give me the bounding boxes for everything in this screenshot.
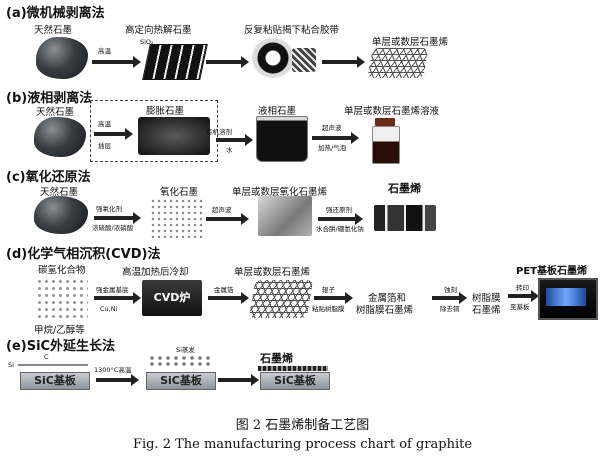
e-atom-si: Si	[8, 361, 14, 369]
c-sem-image	[258, 196, 312, 236]
e-arrow-1-text: 1300°C高温	[94, 366, 132, 374]
b-arrow-3-text-top: 超声波	[322, 124, 342, 132]
a-arrow-2	[206, 56, 249, 68]
a-natural-graphite-image	[36, 37, 88, 79]
d-arrow-3-text-bottom: 粘贴树脂膜	[312, 305, 345, 313]
b-arrow-1-text-top: 高温	[98, 120, 111, 128]
caption-cn: 图 2 石墨烯制备工艺图	[235, 418, 370, 433]
e-arrow-2	[218, 374, 259, 386]
e-si-atoms-image	[148, 355, 212, 367]
c-arrow-1	[94, 212, 141, 224]
c-arrow-3-text-bottom: 水合肼/硼氢化钠	[316, 225, 364, 233]
c-arrow-1-text-top: 强氧化剂	[96, 205, 122, 213]
d-pet-screen	[546, 288, 586, 306]
b-bottle-image	[372, 126, 400, 164]
c-arrow-3	[318, 213, 363, 225]
d-arrow-4-text-top: 蚀刻	[444, 286, 457, 294]
d-arrow-5-text-bottom: 至基板	[510, 303, 530, 311]
b-natural-graphite-image	[34, 117, 86, 157]
a-label-natural-graphite: 天然石墨	[34, 25, 73, 36]
d-label-pet: PET基板石墨烯	[516, 266, 587, 277]
b-arrow-2-text-top: 有机溶剂	[206, 128, 232, 136]
c-arrow-1-text-bottom: 浓硫酸/浓硝酸	[92, 224, 134, 232]
e-atom-c: C	[44, 353, 49, 361]
d-label-methane: 甲烷/乙醇等	[34, 325, 85, 336]
d-cvd-furnace: CVD炉	[142, 280, 202, 316]
a-arrow-3	[322, 56, 365, 68]
caption-en: Fig. 2 The manufacturing process chart o…	[132, 437, 473, 452]
d-label-resin: 树脂膜	[472, 293, 501, 304]
c-bottles-image	[374, 205, 436, 231]
a-arrow-1-text: 高温	[98, 47, 111, 55]
c-label-graphene: 石墨烯	[388, 182, 421, 195]
e-graphene-layer	[258, 366, 328, 371]
d-molecule-image	[36, 278, 88, 320]
b-arrow-1-text-bottom: 插层	[98, 142, 111, 150]
a-label-graphene: 单层或数层石墨烯	[372, 37, 449, 48]
c-label-graphite-oxide: 氧化石墨	[160, 187, 199, 198]
c-arrow-2	[206, 213, 249, 225]
d-label-foil-and: 金属箔和	[368, 293, 407, 304]
d-arrow-2	[208, 292, 249, 304]
a-graphene-image	[367, 48, 429, 78]
d-label-resin-graphene: 树脂膜石墨烯	[356, 305, 414, 316]
a-hopg-image	[142, 44, 208, 80]
section-b-title: (b)液相剥离法	[6, 91, 93, 106]
d-arrow-4-text-bottom: 除去铜	[440, 305, 460, 313]
e-sic-substrate-2: SiC基板	[146, 372, 216, 390]
d-label-graphene-2: 石墨烯	[472, 305, 501, 316]
e-lattice-line	[18, 364, 88, 366]
c-label-natural-graphite: 天然石墨	[40, 187, 79, 198]
b-label-graphene-solution: 单层或数层石墨烯溶液	[344, 106, 440, 117]
d-arrow-1-text-top: 强金属基底	[96, 286, 129, 294]
section-a-title: (a)微机械剥离法	[6, 6, 105, 21]
b-expanded-graphite-image	[138, 117, 210, 155]
b-label-liquid-graphite: 液相石墨	[258, 106, 297, 117]
e-sic-substrate-1: SiC基板	[20, 372, 90, 390]
d-arrow-3	[314, 292, 353, 304]
c-label-graphene-oxide: 单层或数层氧化石墨烯	[232, 187, 328, 198]
a-label-hopg: 高定向热解石墨	[125, 25, 192, 36]
b-arrow-3-text-bottom: 加热/气泡	[318, 144, 347, 152]
c-graphite-oxide-image	[150, 198, 206, 238]
b-label-expanded-graphite: 膨胀石墨	[146, 106, 185, 117]
e-label-graphene: 石墨烯	[260, 352, 293, 365]
a-arrow-1	[92, 56, 141, 68]
d-graphene-image	[248, 280, 314, 318]
b-arrow-2	[216, 134, 253, 146]
c-arrow-3-text-top: 强还原剂	[326, 206, 352, 214]
d-arrow-2-text: 金属箔	[214, 286, 234, 294]
b-bottle-cap	[375, 118, 395, 126]
c-arrow-2-text: 超声波	[212, 206, 232, 214]
d-arrow-4	[432, 292, 467, 304]
c-natural-graphite-image	[34, 196, 88, 234]
b-beaker-image	[256, 116, 308, 162]
section-d-title: (d)化学气相沉积(CVD)法	[6, 247, 161, 262]
d-arrow-5-text-top: 转印	[516, 284, 529, 292]
a-label-tape: 反复粘贴揭下粘合胶带	[244, 25, 340, 36]
d-arrow-1	[94, 292, 141, 304]
b-dashed-box	[90, 100, 218, 162]
b-arrow-2-text-bottom: 水	[226, 146, 233, 154]
b-arrow-1	[94, 128, 133, 140]
section-c-title: (c)氧化还原法	[6, 170, 91, 185]
d-arrow-3-text-top: 辊子	[322, 286, 335, 294]
e-sic-substrate-3: SiC基板	[260, 372, 330, 390]
e-arrow-1	[96, 374, 139, 386]
e-si-evap-text: Si蒸发	[176, 346, 195, 354]
b-label-natural-graphite: 天然石墨	[36, 107, 75, 118]
d-label-graphene: 单层或数层石墨烯	[234, 267, 311, 278]
d-arrow-5	[508, 290, 539, 302]
a-tape-sheet-image	[292, 48, 316, 72]
d-label-hydrocarbon: 碳氢化合物	[38, 265, 86, 276]
a-sio2-text: SiO₂	[140, 38, 154, 46]
a-tape-roll-image	[252, 38, 294, 78]
d-label-heat-cool: 高温加热后冷却	[122, 267, 189, 278]
b-arrow-3	[312, 132, 359, 144]
d-arrow-1-text-bottom: Cu,Ni	[100, 305, 118, 313]
section-e-title: (e)SiC外延生长法	[6, 339, 116, 354]
